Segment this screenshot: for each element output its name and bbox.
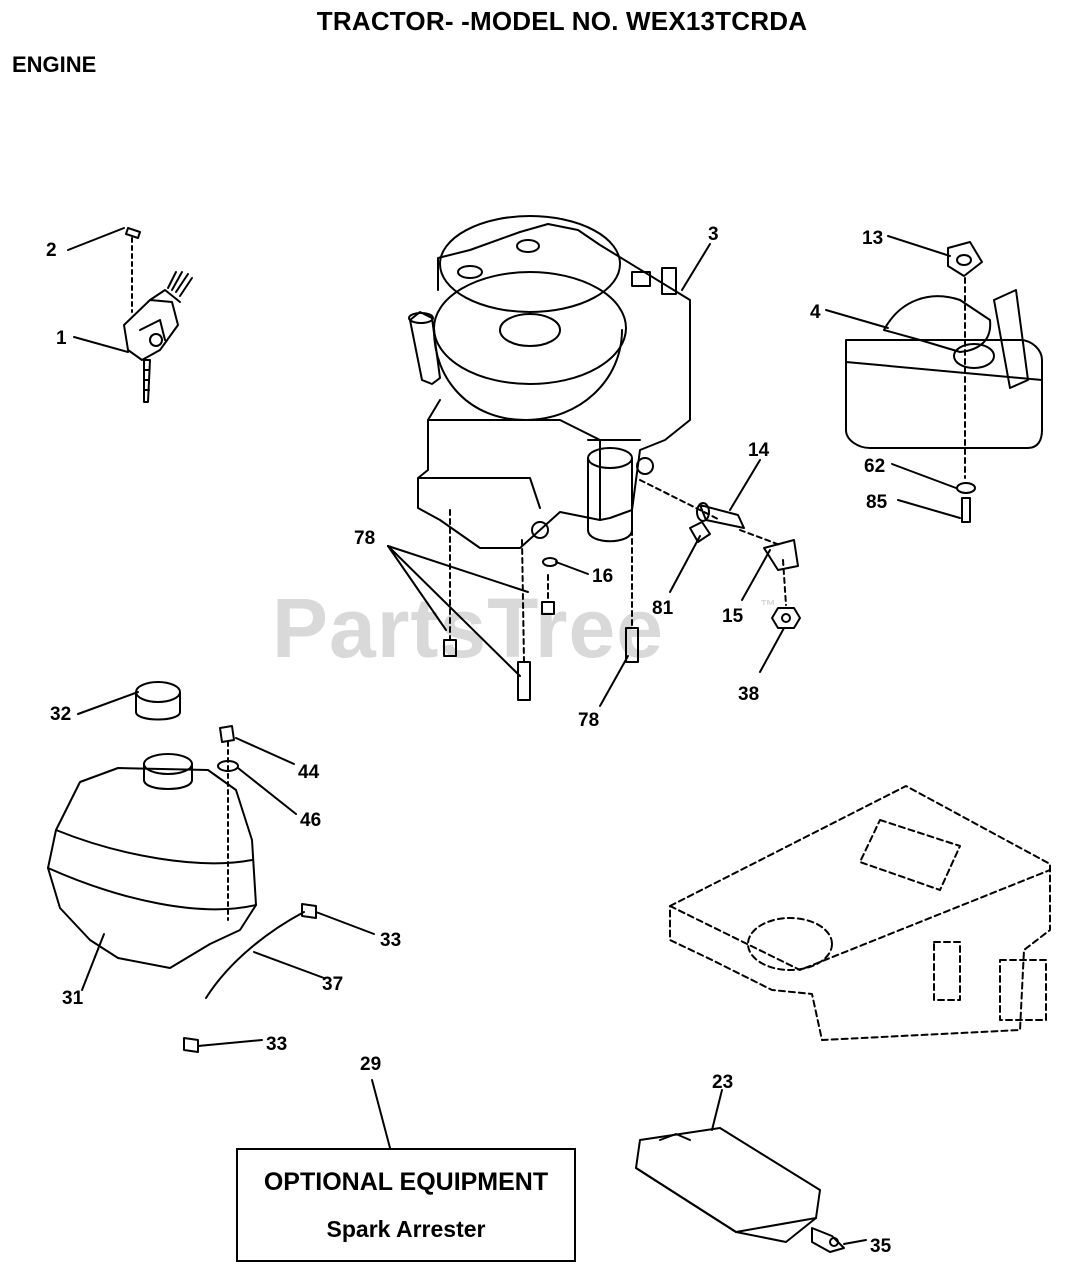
callout-numbers: 2 1 3 13 4 14 62 85 78 16 81 15 38 78 32… [46,224,892,1257]
callout-label: 31 [62,988,84,1009]
spark-arrester-part [635,1127,845,1253]
frame-part [669,785,1051,1041]
fuel-tank-part [47,681,317,1053]
diagram-title: TRACTOR- -MODEL NO. WEX13TCRDA [316,6,808,36]
callout-label: 14 [748,440,770,461]
fuel-fittings [689,502,801,629]
callout-label: 13 [862,228,883,249]
optional-equipment-heading: OPTIONAL EQUIPMENT [263,1168,549,1196]
callout-label: 2 [46,240,57,261]
callout-label: 33 [380,930,401,951]
callout-label: 29 [360,1054,381,1075]
engine-mounting-bolts [449,479,787,663]
callout-leaders [67,227,961,1245]
callout-label: 33 [266,1034,287,1055]
callout-label: 38 [738,684,759,705]
engine-part [408,215,691,549]
callout-label: 23 [712,1072,733,1093]
callout-label: 15 [722,606,744,627]
callout-label: 35 [870,1236,892,1257]
throttle-control-part [123,227,193,403]
callout-label: 85 [866,492,888,513]
muffler-part [845,241,1043,523]
callout-label: 4 [810,302,821,323]
callout-label: 81 [652,598,674,619]
optional-equipment-item: Spark Arrester [326,1216,486,1242]
watermark-trademark: ™ [760,598,776,615]
callout-label: 32 [50,704,71,725]
callout-label: 78 [578,710,599,731]
section-label: ENGINE [12,52,97,77]
callout-label: 1 [56,328,67,349]
callout-label: 16 [592,566,613,587]
callout-label: 37 [322,974,343,995]
callout-label: 3 [708,224,719,245]
callout-label: 44 [298,762,320,783]
callout-label: 46 [300,810,321,831]
callout-label: 78 [354,528,375,549]
optional-equipment-box: OPTIONAL EQUIPMENT Spark Arrester [236,1148,576,1262]
callout-label: 62 [864,456,885,477]
watermark: PartsTree [272,581,664,675]
